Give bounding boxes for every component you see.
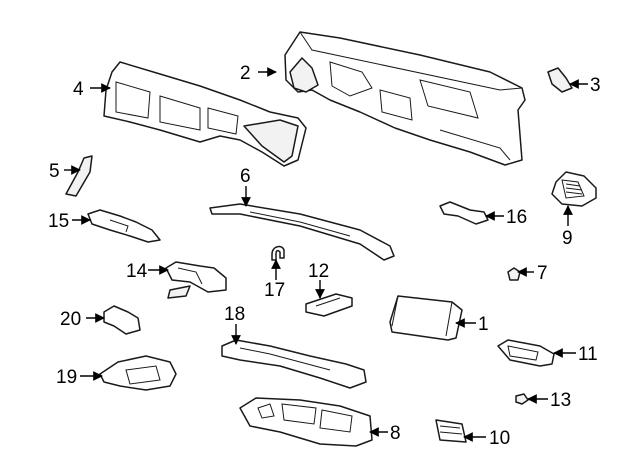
callout-13: 13 [550, 390, 571, 411]
part-15-duct [87, 209, 161, 243]
part-4-support-bracket [103, 61, 307, 167]
part-9-vent [551, 171, 597, 207]
part-16-bracket [439, 201, 489, 225]
leader-lines [64, 67, 588, 442]
callout-12: 12 [308, 261, 329, 282]
callout-20: 20 [60, 309, 81, 330]
part-7-clip [507, 267, 521, 281]
callout-17: 17 [264, 280, 285, 301]
callout-5: 5 [49, 161, 60, 182]
part-11-vent [497, 339, 555, 367]
part-18-lower-panel [221, 339, 367, 389]
callout-18: 18 [224, 304, 245, 325]
part-10-switch [435, 419, 467, 443]
callout-numbers: 1 2 3 4 5 6 7 8 9 10 11 12 13 14 15 16 1… [48, 63, 601, 449]
part-19-duct [99, 355, 177, 391]
part-3-bracket [547, 67, 573, 93]
part-17-clip [271, 245, 285, 261]
callout-14: 14 [126, 261, 148, 282]
callout-7: 7 [537, 263, 548, 284]
callout-1: 1 [478, 314, 489, 335]
callout-2: 2 [240, 63, 251, 84]
callout-11: 11 [578, 344, 598, 365]
callout-19: 19 [56, 367, 77, 388]
callout-16: 16 [506, 207, 527, 228]
part-8-bezel [239, 397, 373, 447]
part-5-bracket [65, 155, 93, 197]
part-2-instrument-panel [284, 31, 526, 166]
callout-6: 6 [240, 166, 251, 187]
part-14-duct [165, 261, 227, 299]
part-1-airbag-module [389, 295, 463, 341]
part-6-trim-strip [209, 203, 395, 261]
part-13-cap [515, 393, 529, 405]
part-12-bracket [305, 293, 353, 317]
callout-4: 4 [73, 79, 84, 100]
callout-15: 15 [48, 211, 69, 232]
callout-10: 10 [489, 428, 510, 449]
part-20-bracket [103, 305, 141, 335]
callout-8: 8 [390, 423, 401, 444]
callout-9: 9 [562, 228, 573, 249]
callout-3: 3 [590, 75, 601, 96]
